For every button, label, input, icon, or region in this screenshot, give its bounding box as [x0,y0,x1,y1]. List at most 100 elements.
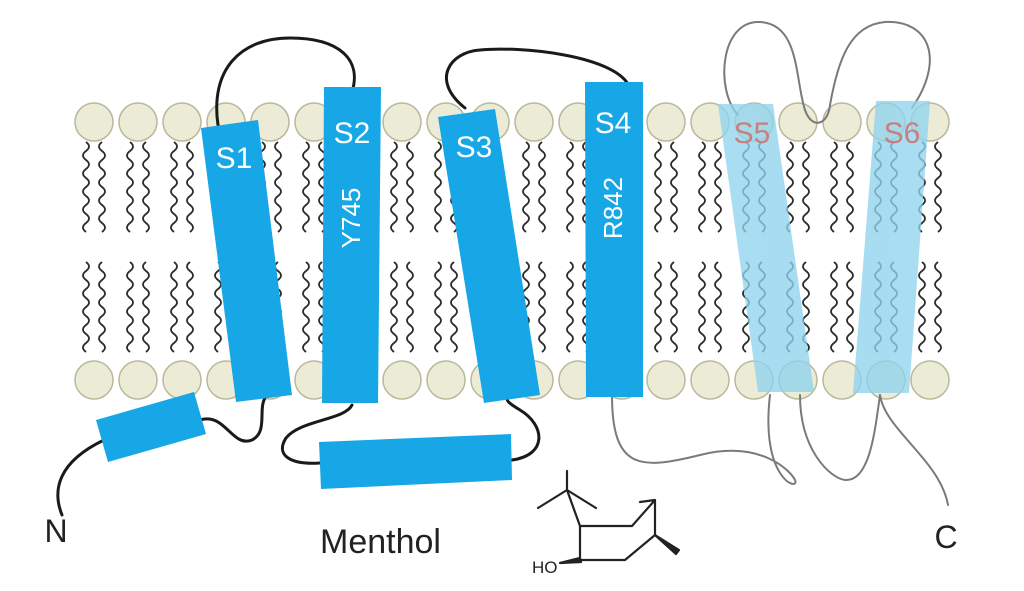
lipid-tail [126,141,134,233]
lipid-head [778,102,818,142]
lipid-tail [714,261,722,353]
lipid-head [514,102,554,142]
s5-helix [718,104,814,392]
c-terminal-tail [879,394,949,506]
n-terminus-label: N [44,513,67,549]
lipid-tail [830,141,838,233]
lipid-tail [434,261,442,353]
lipid-tail [934,141,942,233]
gray-loops [611,20,949,506]
lipid-tail [670,141,678,233]
s3-label: S3 [456,131,493,164]
lipid-tail [214,261,222,353]
pore-loop [829,20,931,109]
lipid-tail [538,141,546,233]
lipid-tail [786,141,794,233]
lipid-tail [98,141,106,233]
lipid-tail [830,261,838,353]
s4-s5-linker [611,394,797,485]
lipid-tail [82,261,90,353]
lipid-tail [98,261,106,353]
s5-s6-intracellular-loop [799,394,881,482]
s1-helix [201,120,292,402]
lipid-head [74,102,114,142]
lipid-tail [654,141,662,233]
hydroxyl-label: HO [532,558,558,577]
lipid-tail [302,141,310,233]
lipid-tail [654,261,662,353]
lipid-head [646,360,686,400]
y745-residue-label: Y745 [336,188,366,249]
lipid-tail [846,261,854,353]
lipid-tail [522,141,530,233]
lipid-head [118,102,158,142]
menthol-ring [565,488,657,562]
menthol-wedge-ho [558,556,583,565]
lipid-tail [170,141,178,233]
helices [96,82,643,489]
c-terminus-label: C [934,519,957,555]
lipid-head [74,360,114,400]
lipid-tail [538,261,546,353]
r842-residue-label: R842 [598,177,628,239]
pre-s1-loop [198,396,267,443]
s1-s2-extracellular-loop [215,36,356,127]
s4-label: S4 [595,107,632,140]
lipid-tail [126,261,134,353]
lipid-tail [434,141,442,233]
lipid-tail [186,141,194,233]
n-terminal-tail [56,438,106,517]
lipid-tail [390,141,398,233]
s2-helix [322,87,381,403]
s5-extracellular-loop [723,20,831,124]
s1-label: S1 [216,142,253,175]
lipid-tail [450,261,458,353]
lipid-head [646,102,686,142]
lipid-head [382,360,422,400]
s6-helix [853,101,930,393]
s3-helix [438,109,540,403]
lipid-tail [566,141,574,233]
lipid-tail [714,141,722,233]
lipid-tail [670,261,678,353]
lipid-head [162,360,202,400]
s6-label: S6 [884,117,921,150]
s5-label: S5 [734,117,771,150]
lipid-tail [918,261,926,353]
lipid-tail [566,261,574,353]
lipid-tail [802,141,810,233]
lipid-tail [82,141,90,233]
lipid-tail [302,261,310,353]
lipid-tail [698,261,706,353]
s2-s3-extracellular-loop [444,47,630,110]
lipid-tail [406,261,414,353]
lipid-head [162,102,202,142]
pore-helices [718,101,930,393]
s4-helix [585,82,643,397]
ligand-name: Menthol [320,523,441,561]
lipid-tail [390,261,398,353]
lipid-tail [406,141,414,233]
lipid-tail [846,141,854,233]
menthol-wedge-methyl [653,533,681,556]
lipid-tail [934,261,942,353]
lipid-head [426,360,466,400]
dark-loops [56,36,630,517]
lipid-head [382,102,422,142]
lipid-head [910,360,950,400]
tdd-to-s3-loop [505,396,541,462]
lipid-tail [142,141,150,233]
lipid-head [822,102,862,142]
pre-s1-helix [96,392,206,462]
lipid-head [690,360,730,400]
menthol-structure [536,469,681,565]
s2-label: S2 [334,117,371,150]
s2-to-tdd-loop [280,403,354,465]
lipid-tail [142,261,150,353]
lipid-head [118,360,158,400]
lipid-tail [186,261,194,353]
lipid-tail [274,141,282,233]
lipid-tail [698,141,706,233]
lipid-tail [170,261,178,353]
